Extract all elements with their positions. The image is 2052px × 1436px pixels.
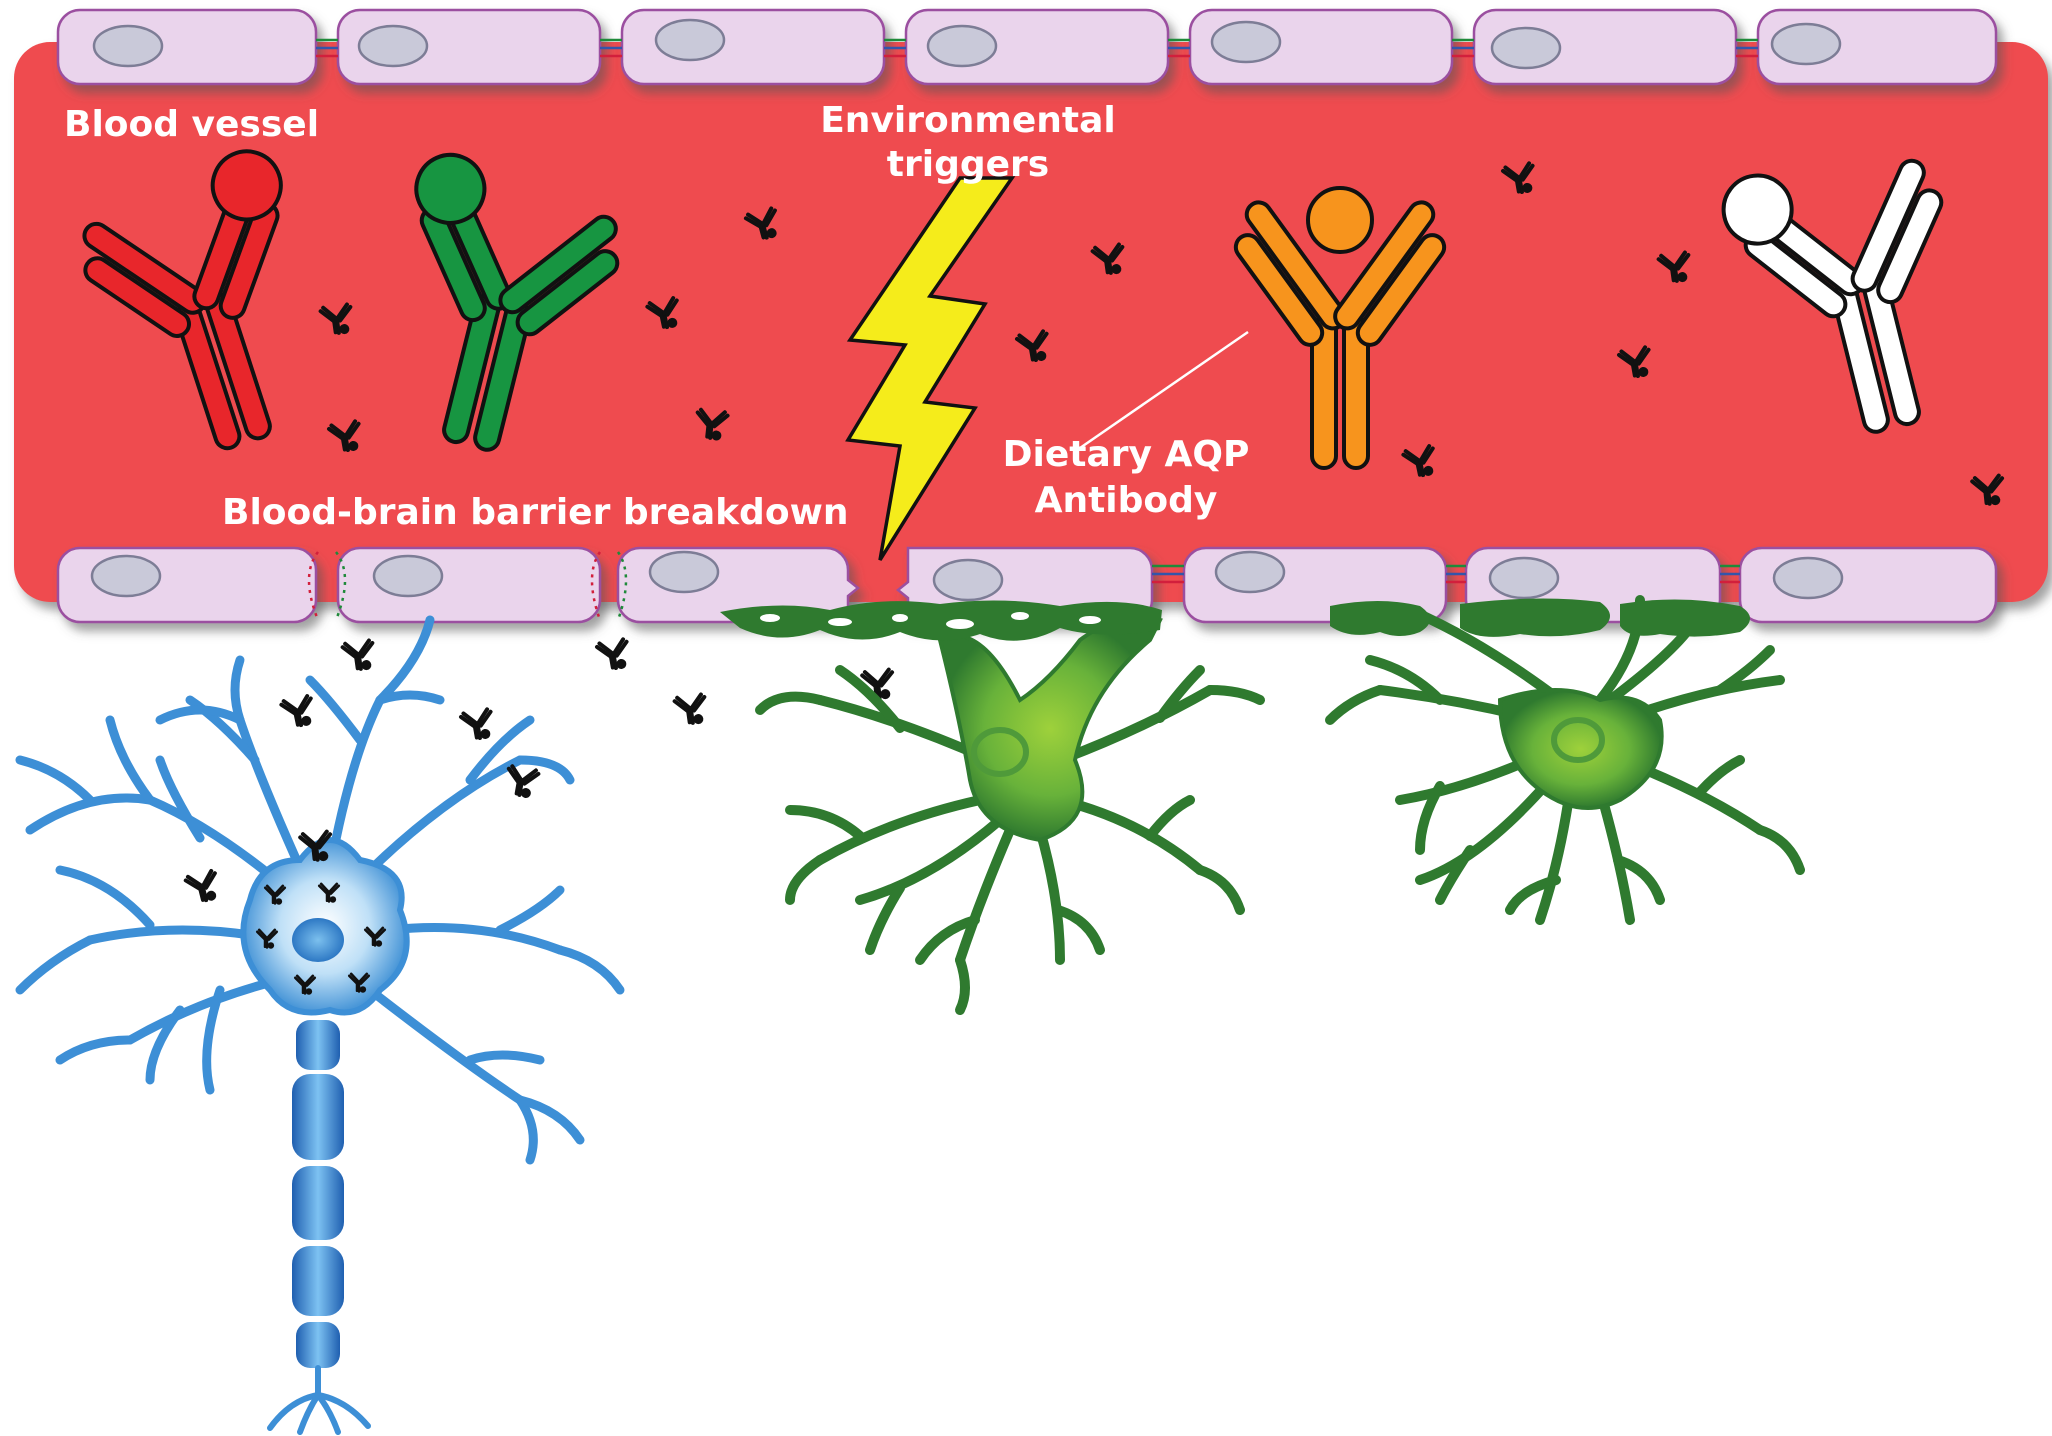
nucleus [90, 554, 162, 598]
blood-vessel-label: Blood vessel [64, 104, 319, 145]
nucleus [1210, 20, 1282, 64]
antibody-green [414, 152, 620, 452]
endothelial-cell [336, 8, 602, 86]
bbb-breakdown-label: Blood-brain barrier breakdown [222, 492, 848, 533]
antibody-red [82, 149, 283, 451]
endothelial-cell [904, 8, 1170, 86]
endothelial-cell [1188, 8, 1454, 86]
neuron-nucleus [292, 918, 344, 962]
antibody-icon [458, 706, 498, 745]
antibody-icon [278, 693, 319, 733]
tight-junctions-top [316, 38, 1758, 58]
nucleus [357, 24, 429, 68]
nucleus [372, 554, 444, 598]
dietary-aqp-antibody-label-line2: Antibody [1035, 480, 1218, 521]
endothelial-cells-bottom [56, 546, 1998, 624]
endothelial-cell [56, 8, 318, 86]
nucleus [92, 24, 164, 68]
antibody-icon [672, 692, 710, 729]
environmental-triggers-label-line2: triggers [887, 144, 1049, 185]
astrocyte-icon [1325, 595, 1805, 925]
nucleus [1490, 26, 1562, 70]
antibody-orange [1233, 186, 1447, 470]
antibody-icon [502, 763, 541, 802]
endothelial-cell [56, 546, 318, 624]
antibody-icon [594, 636, 634, 675]
nucleus [648, 550, 720, 594]
neuron-icon [15, 615, 625, 1435]
endothelial-cells-top [56, 8, 1998, 86]
nucleus [1488, 556, 1560, 600]
endothelial-cell [1738, 546, 1998, 624]
endothelial-cell [1756, 8, 1998, 86]
endothelial-cell [1472, 8, 1738, 86]
nucleus [1770, 22, 1842, 66]
nucleus [654, 18, 726, 62]
axon [292, 1020, 344, 1368]
antibody-white [1721, 158, 1944, 434]
astrocyte-nucleus [1551, 717, 1605, 763]
nucleus [926, 24, 998, 68]
tight-junctions-bottom [307, 551, 1740, 621]
nucleus [932, 558, 1004, 602]
endothelial-cell [620, 8, 886, 86]
antibody-icon [340, 638, 378, 675]
endothelial-cell [616, 546, 861, 624]
lightning-bolt-icon [845, 176, 1016, 561]
astrocyte-nucleus [971, 727, 1029, 777]
dietary-antibody-pointer [1079, 330, 1249, 450]
environmental-triggers-label-line1: Environmental [820, 100, 1116, 141]
dietary-aqp-antibody-label-line1: Dietary AQP [1003, 434, 1250, 475]
endothelial-cell [336, 546, 602, 624]
astrocyte-icon-damaged [720, 600, 1265, 1015]
nucleus [1772, 556, 1844, 600]
antibody-icon [183, 868, 224, 908]
vessel-lumen [14, 42, 2048, 602]
nucleus [1214, 550, 1286, 594]
